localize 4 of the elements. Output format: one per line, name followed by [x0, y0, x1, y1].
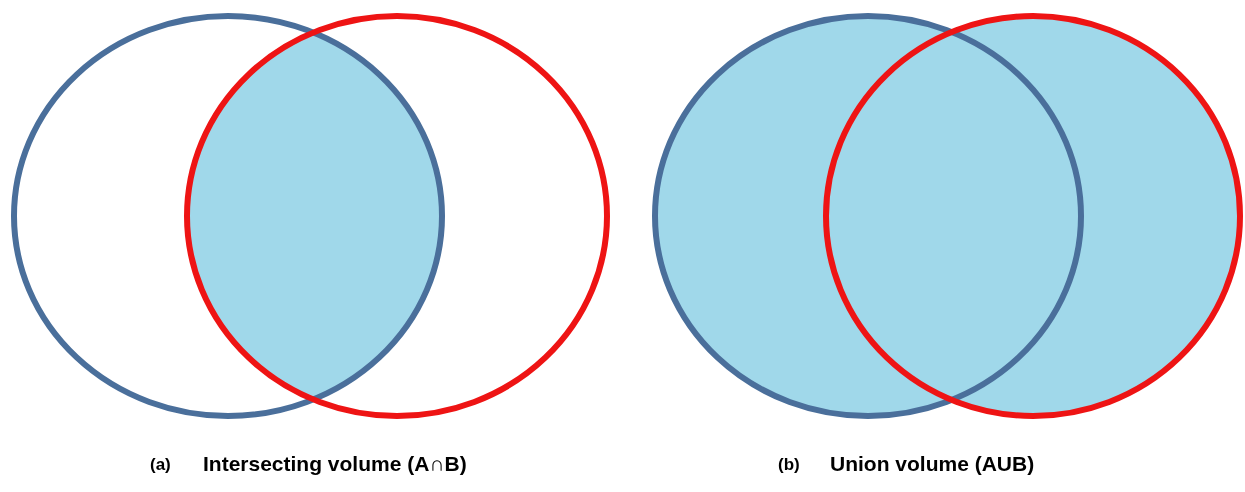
panel-caption: Union volume (AUB) [830, 451, 1035, 477]
panel-letter: (a) [150, 454, 171, 476]
panel-letter: (b) [778, 454, 800, 476]
panel-caption: Intersecting volume (A∩B) [203, 451, 467, 477]
